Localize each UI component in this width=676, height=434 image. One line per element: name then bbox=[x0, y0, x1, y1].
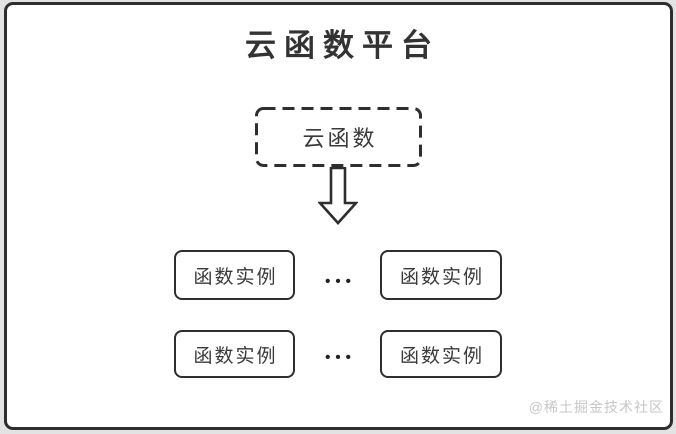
cloud-function-label: 云函数 bbox=[302, 126, 378, 151]
function-instance-node: 函数实例 bbox=[380, 250, 502, 300]
function-instance-node: 函数实例 bbox=[380, 330, 502, 378]
dashed-border-icon bbox=[255, 107, 422, 167]
function-instance-node: 函数实例 bbox=[174, 250, 295, 300]
ellipsis-more-instances: ••• bbox=[325, 348, 356, 366]
down-arrow-icon bbox=[318, 167, 358, 225]
watermark-text: @稀土掘金技术社区 bbox=[528, 399, 664, 415]
function-instance-node: 函数实例 bbox=[174, 330, 295, 378]
cloud-function-node: 云函数 bbox=[255, 107, 422, 167]
diagram-title: 云函数平台 bbox=[245, 28, 440, 63]
platform-card: 云函数平台 云函数 函数实例 ••• 函数实例 函数实例 ••• 函数实例 @稀… bbox=[4, 2, 673, 430]
ellipsis-more-instances: ••• bbox=[325, 272, 356, 290]
